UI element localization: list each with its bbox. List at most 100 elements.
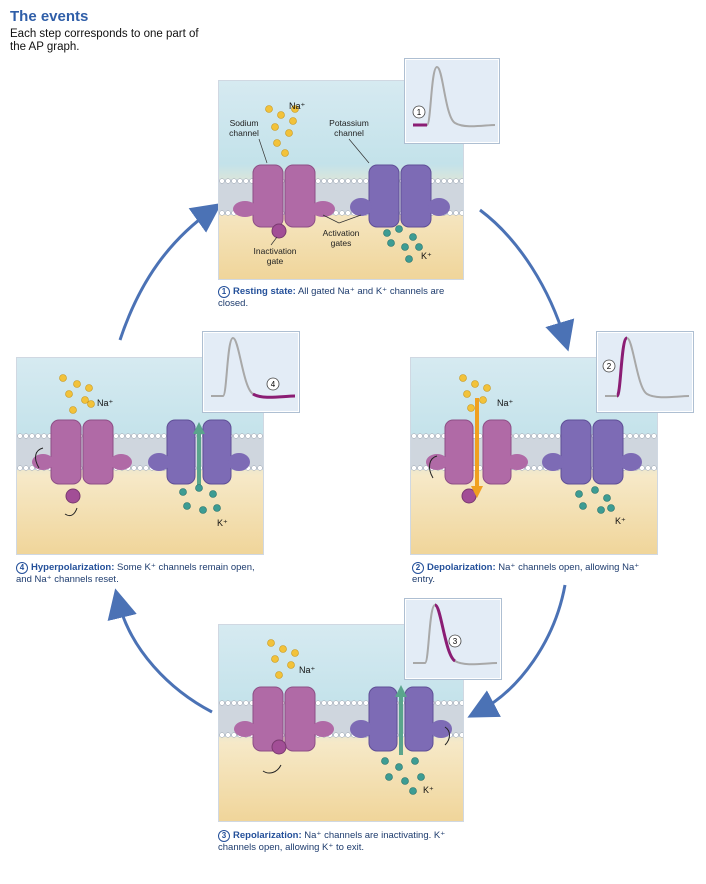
svg-text:2: 2 [607,362,612,371]
phospholipid-head [525,465,531,471]
phospholipid-head [423,433,429,439]
phospholipid-head [447,700,453,706]
phospholipid-head [651,465,657,471]
step-text-4: Some K⁺ channels remain open, and Na⁺ ch… [16,562,255,585]
ap-graph-inset-2: 2 [596,331,694,413]
phospholipid-head [225,178,231,184]
cycle-arrow-icon [479,208,575,352]
page-title: The events [10,8,89,25]
phospholipid-head [327,178,333,184]
ap-graph-inset-4: 4 [202,331,300,413]
phospholipid-head [459,732,463,738]
rotation-arrow-icon [35,447,44,469]
phospholipid-head [251,433,257,439]
phospholipid-head [131,433,137,439]
phospholipid-head [429,433,435,439]
step-text-2: Na⁺ channels open, allowing Na⁺ entry. [412,562,640,585]
phospholipid-head [17,465,23,471]
phospholipid-head [441,700,447,706]
page-subtitle: Each step corresponds to one part of the… [10,28,199,53]
membrane-diagram [17,374,263,517]
phospholipid-head [345,178,351,184]
phospholipid-head [339,210,345,216]
phospholipid-head [239,433,245,439]
k-ion-label: K⁺ [421,251,432,261]
phospholipid-head [459,178,463,184]
phospholipid-head [333,732,339,738]
phospholipid-head [125,433,131,439]
membrane-diagram [411,374,657,514]
phospholipid-head [137,465,143,471]
step-number-1: 1 [218,286,230,298]
phospholipid-head [363,178,369,184]
phospholipid-head [321,700,327,706]
potassium-channel-label: Potassium channel [329,118,369,138]
na-ion-label: Na⁺ [299,665,316,675]
phospholipid-head [339,178,345,184]
svg-text:1: 1 [417,108,422,117]
phospholipid-head [639,433,645,439]
phospholipid-head [645,433,651,439]
phospholipid-head [423,465,429,471]
phospholipid-head [513,433,519,439]
phospholipid-head [17,433,23,439]
phospholipid-head [531,465,537,471]
phospholipid-head [519,433,525,439]
phospholipid-head [231,700,237,706]
na-ion-label: Na⁺ [97,398,114,408]
phospholipid-head [435,178,441,184]
phospholipid-head [363,700,369,706]
phospholipid-head [321,178,327,184]
phospholipid-head [23,465,29,471]
rotation-arrow-icon [262,764,282,774]
phospholipid-head [537,465,543,471]
phospholipid-head [119,433,125,439]
phospholipid-head [531,433,537,439]
k-ion-label: K⁺ [615,516,626,526]
phospholipid-head [537,433,543,439]
phospholipid-head [219,178,225,184]
phospholipid-head [143,433,149,439]
step-name-4: Hyperpolarization: [31,562,115,573]
phospholipid-head [243,178,249,184]
step-number-3: 3 [218,830,230,842]
phospholipid-head [149,433,155,439]
phospholipid-head [417,433,423,439]
phospholipid-head [143,465,149,471]
phospholipid-head [231,732,237,738]
membrane-diagram [219,105,463,263]
phospholipid-head [315,178,321,184]
phospholipid-head [543,433,549,439]
phospholipid-head [357,700,363,706]
phospholipid-head [219,210,225,216]
k-ion-label: K⁺ [217,518,228,528]
phospholipid-head [549,433,555,439]
phospholipid-head [351,178,357,184]
step-text-1: All gated Na⁺ and K⁺ channels are closed… [218,286,445,309]
phospholipid-head [29,465,35,471]
cycle-arrow-icon [118,203,222,341]
phospholipid-head [435,433,441,439]
phospholipid-head [459,210,463,216]
phospholipid-head [351,700,357,706]
phospholipid-head [453,210,459,216]
phospholipid-head [231,178,237,184]
phospholipid-head [219,732,225,738]
phospholipid-head [23,433,29,439]
phospholipid-head [441,178,447,184]
phospholipid-head [257,465,263,471]
phospholipid-head [41,433,47,439]
phospholipid-head [327,700,333,706]
k-ion-label: K⁺ [423,785,434,795]
phospholipid-head [345,732,351,738]
phospholipid-head [417,465,423,471]
phospholipid-head [447,210,453,216]
phospholipid-head [333,178,339,184]
step-name-1: Resting state: [233,286,296,297]
na-ion-label: Na⁺ [497,398,514,408]
step-name-2: Depolarization: [427,562,496,573]
phospholipid-head [257,433,263,439]
